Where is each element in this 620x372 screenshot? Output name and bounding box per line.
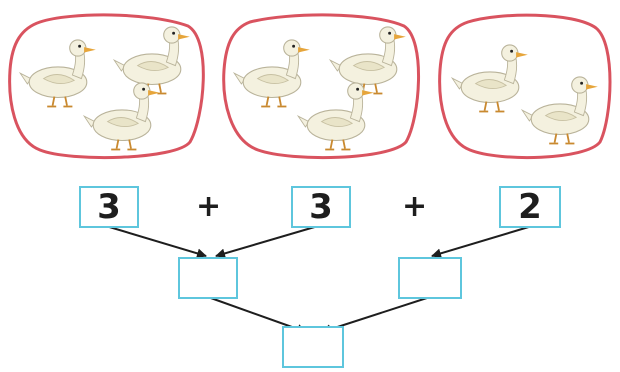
- arrow-icon: [431, 225, 533, 259]
- duck-icon: [83, 82, 161, 151]
- partial-sum-box-2[interactable]: [398, 257, 462, 299]
- duck-icon: [297, 82, 375, 151]
- duck-icon: [113, 25, 191, 95]
- addend-box-2[interactable]: 3: [291, 186, 351, 228]
- group-oval-2: [222, 13, 420, 160]
- arrow-icon: [105, 225, 207, 259]
- plus-sign-2: +: [402, 189, 428, 224]
- duck-icon: [329, 25, 407, 95]
- duck-icon: [451, 43, 529, 113]
- duck-icon: [19, 38, 97, 108]
- duck-icon: [233, 38, 311, 108]
- plus-sign-1: +: [196, 189, 222, 224]
- total-sum-box[interactable]: [282, 326, 344, 368]
- partial-sum-box-1[interactable]: [178, 257, 238, 299]
- group-oval-1: [8, 13, 205, 160]
- arrow-icon: [215, 225, 319, 259]
- addend-box-1[interactable]: 3: [79, 186, 139, 228]
- group-oval-3: [438, 13, 612, 160]
- addend-box-3[interactable]: 2: [499, 186, 561, 228]
- duck-icon: [521, 76, 599, 145]
